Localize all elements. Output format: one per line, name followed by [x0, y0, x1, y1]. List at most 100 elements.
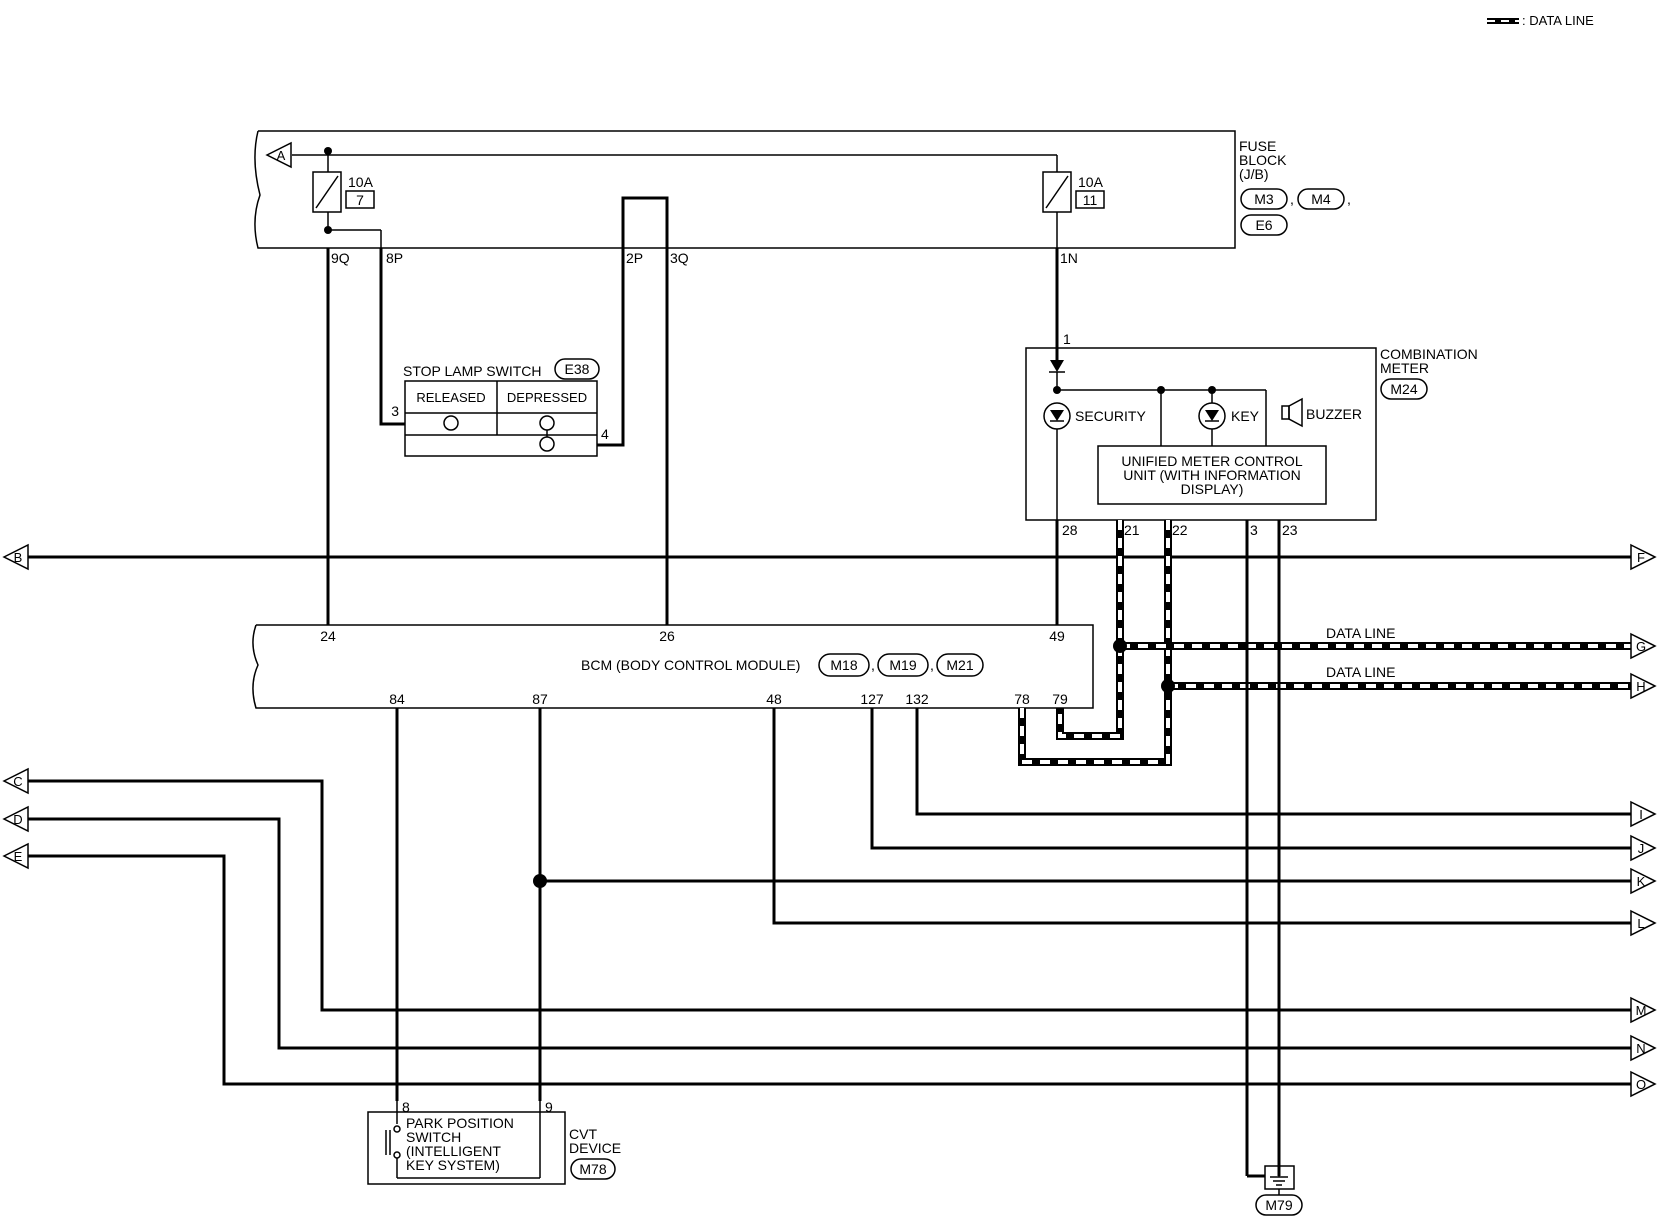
svg-text:J: J	[1638, 841, 1645, 856]
buzzer: BUZZER	[1306, 406, 1362, 422]
legend-label: : DATA LINE	[1522, 13, 1594, 28]
fuse-7	[312, 171, 342, 213]
svg-text:F: F	[1637, 550, 1645, 565]
connector-o: O	[1630, 1070, 1657, 1098]
connector-m79: M79	[1265, 1197, 1292, 1213]
connector-j: J	[1630, 834, 1657, 862]
svg-text:9: 9	[545, 1099, 553, 1115]
svg-text:3: 3	[1250, 522, 1258, 538]
svg-text:BLOCK: BLOCK	[1239, 152, 1287, 168]
connector-e6: E6	[1255, 217, 1272, 233]
stop-lamp-switch: STOP LAMP SWITCH E38 RELEASED DEPRESSED …	[391, 358, 609, 457]
connector-m3: M3	[1254, 191, 1274, 207]
data-line-label-g: DATA LINE	[1326, 625, 1396, 641]
data-line-label-h: DATA LINE	[1326, 664, 1396, 680]
connector-k: K	[1630, 867, 1657, 895]
svg-text:E: E	[14, 849, 23, 864]
svg-text:84: 84	[389, 691, 405, 707]
cvt-device: 8 9 PARK POSITION SWITCH (INTELLIGENT KE…	[367, 1099, 621, 1185]
connector-m4: M4	[1311, 191, 1331, 207]
svg-text:78: 78	[1014, 691, 1030, 707]
svg-text:RELEASED: RELEASED	[416, 390, 485, 405]
connector-m21: M21	[946, 657, 973, 673]
svg-text:DEPRESSED: DEPRESSED	[507, 390, 587, 405]
svg-text:132: 132	[905, 691, 929, 707]
connector-m: M	[1630, 996, 1657, 1024]
svg-text:9Q: 9Q	[331, 250, 350, 266]
svg-text:DISPLAY): DISPLAY)	[1181, 481, 1244, 497]
svg-text:SWITCH: SWITCH	[406, 1129, 461, 1145]
svg-text:UNIT (WITH INFORMATION: UNIT (WITH INFORMATION	[1123, 467, 1301, 483]
svg-text:PARK POSITION: PARK POSITION	[406, 1115, 514, 1131]
svg-text:21: 21	[1124, 522, 1140, 538]
data-lines: DATA LINE DATA LINE	[1018, 520, 1631, 766]
svg-text:24: 24	[320, 628, 336, 644]
svg-text:BCM (BODY CONTROL MODULE): BCM (BODY CONTROL MODULE)	[581, 657, 800, 673]
legend: : DATA LINE	[1487, 13, 1594, 28]
ground: M79	[1255, 1165, 1303, 1216]
svg-text:1: 1	[1063, 331, 1071, 347]
key-indicator: KEY	[1231, 408, 1260, 424]
svg-text:7: 7	[356, 192, 364, 208]
svg-text:M: M	[1636, 1003, 1647, 1018]
bcm: BCM (BODY CONTROL MODULE) M18 , M19 , M2…	[252, 624, 1094, 709]
connector-m19: M19	[889, 657, 916, 673]
svg-text:10A: 10A	[348, 174, 374, 190]
svg-text:(J/B): (J/B)	[1239, 166, 1269, 182]
svg-text:METER: METER	[1380, 360, 1429, 376]
svg-text:STOP LAMP SWITCH: STOP LAMP SWITCH	[403, 363, 541, 379]
connector-a: A	[265, 141, 292, 169]
svg-text:26: 26	[659, 628, 675, 644]
svg-text:,: ,	[930, 657, 934, 673]
connector-e: E	[2, 842, 29, 870]
svg-text:87: 87	[532, 691, 548, 707]
svg-text:8P: 8P	[386, 250, 403, 266]
svg-text:8: 8	[402, 1099, 410, 1115]
svg-text:O: O	[1636, 1077, 1646, 1092]
svg-text:KEY SYSTEM): KEY SYSTEM)	[406, 1157, 500, 1173]
connector-f: F	[1630, 543, 1657, 571]
svg-text:L: L	[1637, 916, 1644, 931]
security-indicator: SECURITY	[1075, 408, 1146, 424]
connector-m18: M18	[830, 657, 857, 673]
svg-text:D: D	[13, 812, 22, 827]
svg-text:79: 79	[1052, 691, 1068, 707]
connector-e38: E38	[565, 361, 590, 377]
connector-l: L	[1630, 909, 1657, 937]
svg-text:127: 127	[860, 691, 884, 707]
svg-text:2P: 2P	[626, 250, 643, 266]
svg-text:COMBINATION: COMBINATION	[1380, 346, 1478, 362]
svg-text:49: 49	[1049, 628, 1065, 644]
svg-text:1N: 1N	[1060, 250, 1078, 266]
svg-text:(INTELLIGENT: (INTELLIGENT	[406, 1143, 501, 1159]
svg-text:22: 22	[1172, 522, 1188, 538]
svg-text:3: 3	[391, 403, 399, 419]
svg-text:FUSE: FUSE	[1239, 138, 1276, 154]
connector-n: N	[1630, 1034, 1657, 1062]
connector-m24: M24	[1390, 381, 1417, 397]
connector-c: C	[2, 767, 29, 795]
svg-text:23: 23	[1282, 522, 1298, 538]
svg-text:4: 4	[601, 426, 609, 442]
connector-d: D	[2, 805, 29, 833]
svg-text:11: 11	[1083, 192, 1098, 208]
svg-text:,: ,	[1347, 191, 1351, 207]
svg-text:I: I	[1639, 807, 1643, 822]
svg-text:C: C	[13, 774, 22, 789]
svg-text:G: G	[1636, 639, 1646, 654]
svg-text:,: ,	[1290, 191, 1294, 207]
svg-text:3Q: 3Q	[670, 250, 689, 266]
svg-text:H: H	[1636, 679, 1645, 694]
connector-m78: M78	[579, 1161, 606, 1177]
svg-text:,: ,	[871, 657, 875, 673]
svg-text:UNIFIED METER CONTROL: UNIFIED METER CONTROL	[1121, 453, 1302, 469]
svg-text:N: N	[1636, 1041, 1645, 1056]
connector-b: B	[2, 543, 29, 571]
svg-text:10A: 10A	[1078, 174, 1104, 190]
svg-text:K: K	[1637, 874, 1646, 889]
svg-text:CVT: CVT	[569, 1126, 597, 1142]
combination-meter: COMBINATION METER M24 1 SECURITY KEY BUZ…	[1025, 331, 1478, 538]
svg-text:28: 28	[1062, 522, 1078, 538]
connector-g: G	[1630, 632, 1657, 660]
